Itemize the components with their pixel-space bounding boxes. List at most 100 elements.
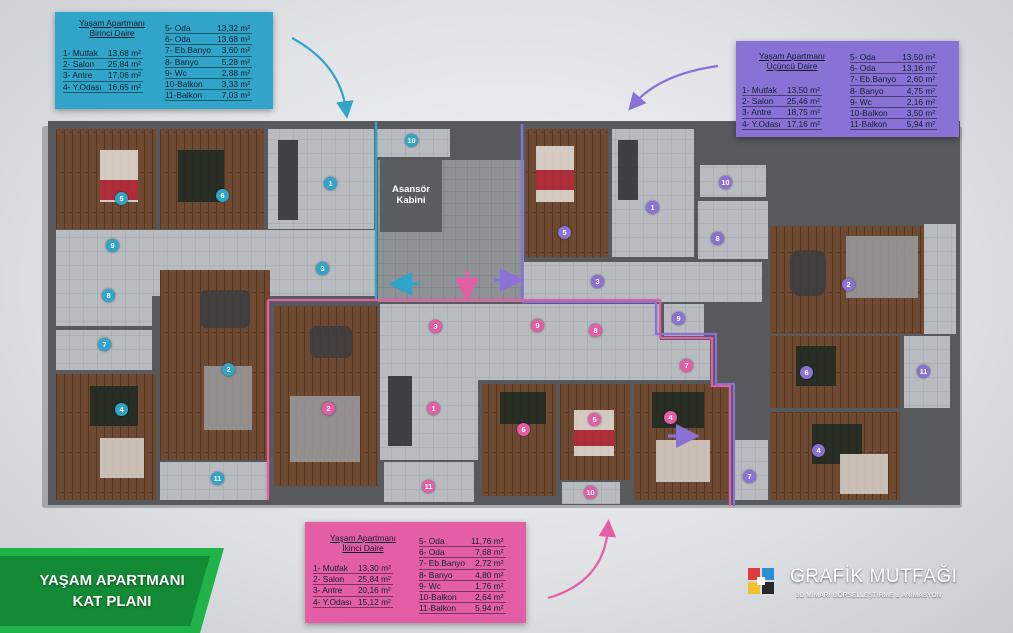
room-label: 6- Oda: [419, 546, 468, 559]
apt3-marker-2: 2: [842, 278, 855, 291]
room-area: 25,46 m²: [782, 95, 822, 108]
callout-arrow-apt1: [291, 37, 354, 119]
room-label: 11-Balkon: [419, 602, 468, 615]
apt1-marker-8: 8: [102, 289, 115, 302]
room-area: 1,76 m²: [467, 580, 506, 593]
apt3-marker-6: 6: [800, 366, 813, 379]
apt1-marker-5: 5: [115, 192, 128, 205]
apt1-marker-4: 4: [115, 403, 128, 416]
apt1-marker-11: 11: [211, 472, 224, 485]
room-label: 9- Wc: [850, 96, 899, 109]
room-area: 25,84 m²: [353, 573, 393, 586]
room-area: 5,94 m²: [898, 118, 938, 131]
apt2-card-title-2: İkinci Daire: [342, 543, 384, 553]
apt3-marker-9: 9: [672, 312, 685, 325]
corridor-apt3: [522, 262, 762, 302]
room-label: 4- Y.Odası: [742, 118, 783, 130]
apt2-boundary-top: [268, 298, 732, 506]
room-area: 2,72 m²: [467, 557, 506, 570]
apt2-card-title-1: Yaşam Apartmanı: [330, 533, 396, 543]
room-area: 3,60 m²: [213, 44, 253, 57]
room-area: 5,28 m²: [213, 56, 253, 68]
callout-arrow-apt3: [628, 64, 719, 111]
room-label: 10-Balkon: [850, 107, 899, 120]
room-area: 3,50 m²: [898, 107, 938, 120]
apt3-marker-4: 4: [812, 444, 825, 457]
apt3-card-title-1: Yaşam Apartmanı: [759, 51, 825, 61]
room-label: 5- Oda: [850, 52, 899, 64]
room-label: 1- Mutfak: [742, 85, 783, 97]
room-label: 3- Antre: [742, 106, 783, 119]
room-area: 13,68 m²: [213, 33, 253, 46]
room-label: 5- Oda: [165, 23, 214, 35]
room-label: 11-Balkon: [850, 118, 899, 131]
apt3-balcony-10: [700, 165, 766, 197]
apt3-bath-8: [698, 201, 768, 259]
room-area: 13,50 m²: [782, 85, 822, 97]
plan-title-banner: YAŞAM APARTMANI KAT PLANI: [14, 570, 210, 612]
room-label: 2- Salon: [313, 573, 354, 586]
room-label: 5- Oda: [419, 536, 468, 548]
logo-name: GRAFİK MUTFAĞI: [790, 566, 958, 587]
banner-shadow: [0, 556, 210, 626]
apt3-side-wing: [924, 224, 956, 334]
room-area: 3,33 m²: [213, 78, 253, 91]
room-area: 11,76 m²: [467, 536, 506, 548]
apt1-marker-10: 10: [405, 134, 418, 147]
apt3-boundary-lower: [522, 300, 736, 506]
apt3-marker-11: 11: [917, 365, 930, 378]
room-area: 18,75 m²: [782, 106, 822, 119]
callout-arrow-apt2: [547, 519, 617, 600]
room-area: 2,16 m²: [898, 96, 938, 109]
room-area: 16,65 m²: [103, 81, 143, 93]
apt3-marker-1: 1: [646, 201, 659, 214]
apt1-wc-9: [56, 232, 152, 262]
room-label: 7- Eb.Banyo: [850, 73, 899, 86]
apt2-marker-10: 10: [584, 486, 597, 499]
apt1-marker-9: 9: [106, 239, 119, 252]
room-label: 10-Balkon: [165, 78, 214, 91]
room-area: 7,68 m²: [467, 546, 506, 559]
room-label: 8- Banyo: [165, 56, 214, 68]
apt2-marker-5: 5: [588, 413, 601, 426]
apt2-marker-11: 11: [422, 480, 435, 493]
room-label: 4- Y.Odası: [63, 81, 104, 93]
room-area: 4,75 m²: [898, 85, 938, 97]
apt1-card-title-1: Yaşam Apartmanı: [79, 18, 145, 28]
room-label: 2- Salon: [742, 95, 783, 108]
room-area: 13,32 m²: [213, 23, 253, 35]
room-area: 13,68 m²: [103, 48, 143, 60]
room-area: 20,16 m²: [353, 584, 393, 597]
elevator-label: Asansör Kabini: [383, 184, 439, 206]
apt3-marker-7: 7: [743, 470, 756, 483]
room-label: 3- Antre: [313, 584, 354, 597]
room-area: 5,94 m²: [467, 602, 506, 615]
